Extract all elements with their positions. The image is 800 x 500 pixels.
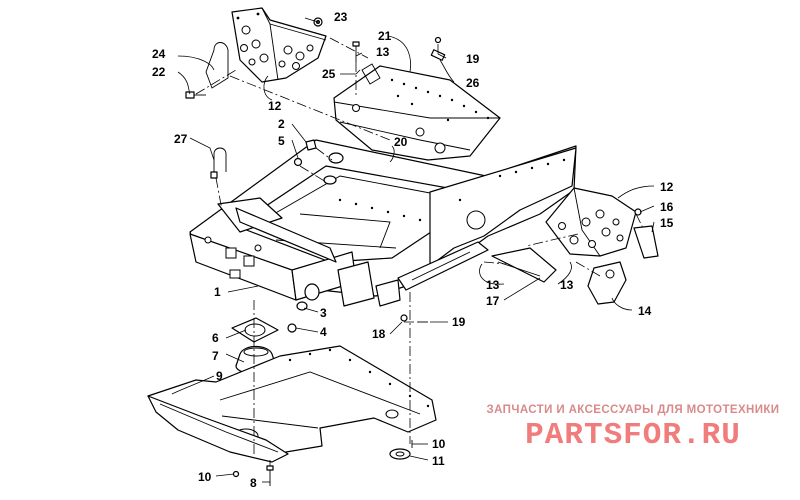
washer-4 [287, 323, 297, 333]
callout-10-left: 10 [198, 470, 212, 484]
clip-26 [430, 49, 446, 61]
callout-labels: 23 24 22 12 21 13 25 19 26 2 5 20 27 12 … [152, 10, 674, 490]
callout-23: 23 [334, 10, 348, 24]
callout-19-bottom: 19 [452, 315, 466, 329]
strap-15 [633, 225, 659, 259]
callout-22: 22 [152, 65, 166, 79]
washer-5 [293, 157, 303, 167]
callout-26: 26 [466, 76, 480, 90]
right-footrest-bracket [545, 187, 637, 257]
screw-10-left [232, 470, 240, 478]
assembly-centerlines [195, 37, 645, 466]
tunnel-cover-plate [333, 63, 501, 161]
main-chassis-frame [189, 139, 577, 307]
callout-20: 20 [394, 135, 408, 149]
watermark: ЗАПЧАСТИ И АКСЕССУАРЫ ДЛЯ МОТОТЕХНИКИ PA… [478, 404, 788, 453]
watermark-brand-logo: PARTSFOR.RU [525, 418, 741, 453]
belly-pan [147, 345, 437, 461]
bolt-2 [305, 139, 317, 151]
grommet-11 [389, 448, 411, 460]
screw-22 [185, 91, 206, 99]
callout-27: 27 [174, 132, 188, 146]
left-footrest-bracket [231, 7, 327, 83]
callout-12-right: 12 [660, 180, 674, 194]
callout-10-right: 10 [432, 437, 446, 451]
callout-5: 5 [278, 134, 285, 148]
callout-18: 18 [372, 327, 386, 341]
callout-8: 8 [250, 476, 257, 490]
callout-24: 24 [152, 47, 166, 61]
front-skid-plate [147, 395, 289, 463]
callout-2: 2 [278, 117, 285, 131]
callout-21: 21 [378, 29, 392, 43]
callout-13-right: 13 [560, 278, 574, 292]
callout-3: 3 [320, 306, 327, 320]
callout-25: 25 [322, 67, 336, 81]
u-bolt-27 [210, 147, 227, 179]
callout-16: 16 [660, 200, 674, 214]
callout-6: 6 [212, 331, 219, 345]
watermark-tagline: ЗАПЧАСТИ И АКСЕССУАРЫ ДЛЯ МОТОТЕХНИКИ [486, 404, 780, 416]
callout-17: 17 [486, 294, 500, 308]
rivet-19-top [434, 36, 442, 44]
callout-9: 9 [216, 369, 223, 383]
leader-lines [171, 17, 655, 483]
bolt-8 [266, 465, 274, 486]
callout-13-top: 13 [376, 45, 390, 59]
callout-1: 1 [214, 285, 221, 299]
callout-14: 14 [638, 304, 652, 318]
mount-bracket-17 [491, 247, 557, 283]
callout-19-top: 19 [466, 52, 480, 66]
callout-4: 4 [320, 325, 327, 339]
callout-13-mid: 13 [486, 278, 500, 292]
frame-rivets [338, 158, 566, 222]
mount-bracket-14 [587, 261, 627, 305]
bolt-13-top [352, 41, 360, 62]
callout-12-top: 12 [268, 99, 282, 113]
spring-clip-24 [205, 42, 229, 89]
callout-15: 15 [660, 216, 674, 230]
rivet-18 [400, 314, 408, 322]
callout-7: 7 [212, 349, 219, 363]
gasket-plate-6 [231, 317, 279, 343]
callout-11: 11 [432, 454, 445, 468]
plate-rivets [390, 78, 490, 122]
